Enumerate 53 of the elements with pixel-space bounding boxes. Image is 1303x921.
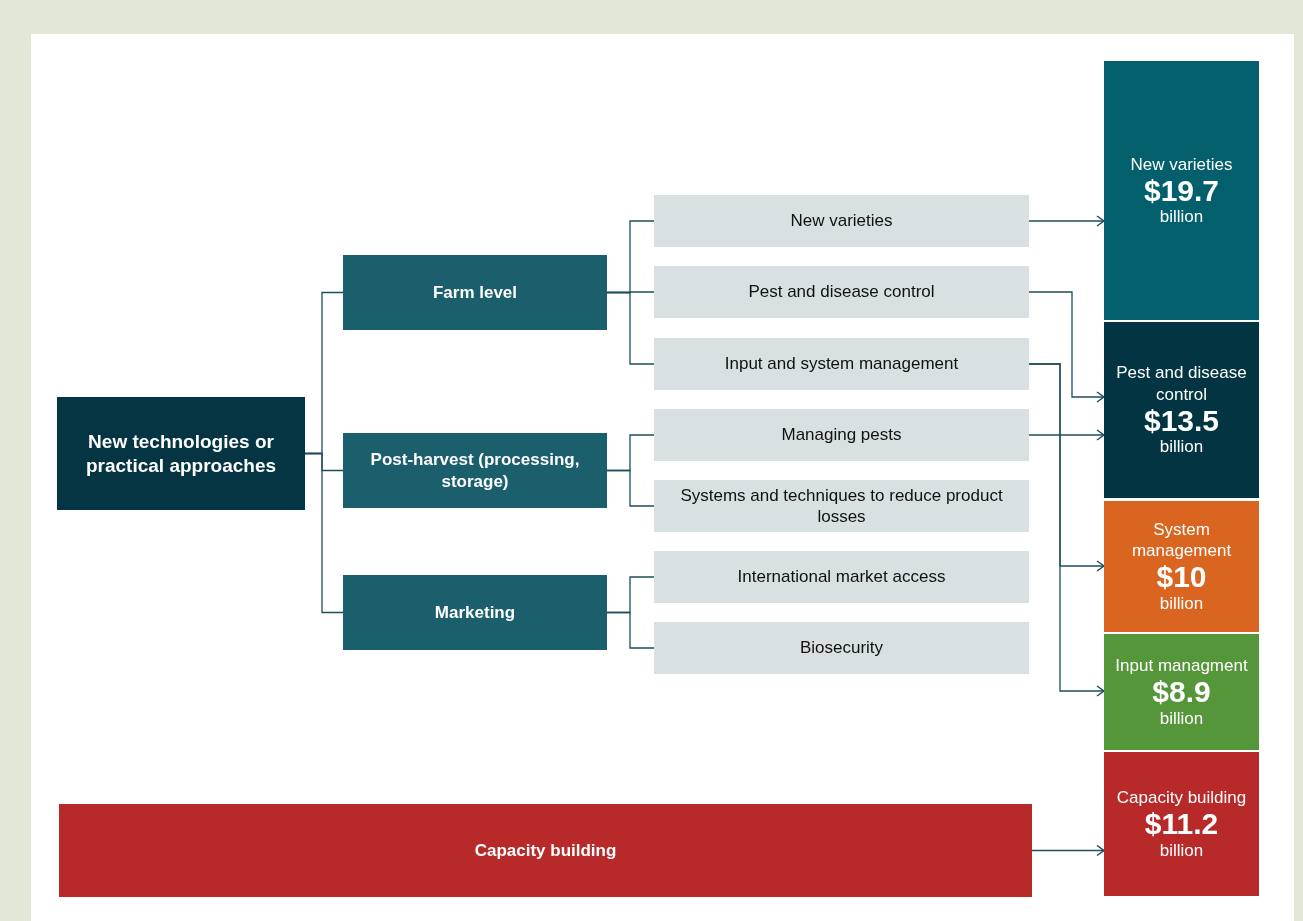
unit-label: billion	[1159, 206, 1204, 228]
category-label: Pest and disease control	[1115, 362, 1248, 405]
node-label: Farm level	[432, 281, 518, 304]
amount-value: $13.5	[1143, 404, 1220, 437]
category-label: Input managment	[1115, 655, 1248, 677]
unit-label: billion	[1159, 592, 1204, 615]
item-box	[654, 195, 1029, 247]
category-box	[343, 433, 607, 508]
node-label: Post-harvest (processing, storage)	[369, 449, 581, 492]
arrow	[1028, 429, 1105, 441]
item-box	[654, 480, 1029, 532]
arrow	[1031, 844, 1105, 857]
item-box	[654, 551, 1029, 603]
connector-line	[606, 611, 655, 649]
category-box	[343, 575, 607, 650]
funding-block	[1104, 752, 1259, 896]
capacity-bar	[59, 804, 1032, 897]
root-box	[57, 397, 305, 510]
category-box	[343, 255, 607, 330]
unit-label: billion	[1159, 436, 1204, 458]
amount-value: $8.9	[1152, 676, 1211, 708]
arrow	[1028, 363, 1105, 697]
item-box	[654, 622, 1029, 674]
category-label: System management	[1130, 518, 1233, 562]
connector-line	[606, 469, 655, 507]
arrow	[1028, 291, 1105, 403]
funding-block	[1104, 634, 1259, 750]
funding-block	[1104, 501, 1259, 632]
node-label: International market access	[737, 566, 946, 588]
node-label: New technologies or practical approaches	[84, 429, 278, 478]
amount-value: $19.7	[1143, 174, 1220, 207]
funding-block	[1104, 322, 1259, 498]
node-label: Systems and techniques to reduce product losses	[679, 484, 1004, 528]
funding-block	[1104, 61, 1259, 320]
node-label: Marketing	[434, 601, 516, 624]
item-box	[654, 266, 1029, 318]
node-label: Pest and disease control	[748, 281, 935, 303]
node-label: Capacity building	[474, 839, 617, 862]
amount-value: $10	[1156, 561, 1207, 593]
connector-line	[304, 452, 344, 614]
item-box	[654, 338, 1029, 390]
node-label: New varieties	[790, 210, 893, 232]
unit-label: billion	[1159, 839, 1204, 861]
category-label: New varieties	[1130, 153, 1233, 175]
connector-line	[606, 291, 655, 365]
arrow	[1028, 215, 1105, 227]
node-label: Managing pests	[781, 424, 902, 446]
amount-value: $11.2	[1144, 808, 1219, 840]
node-label: Biosecurity	[799, 637, 884, 659]
node-label: Input and system management	[724, 353, 959, 375]
item-box	[654, 409, 1029, 461]
unit-label: billion	[1159, 707, 1204, 729]
category-label: Capacity building	[1116, 787, 1247, 809]
